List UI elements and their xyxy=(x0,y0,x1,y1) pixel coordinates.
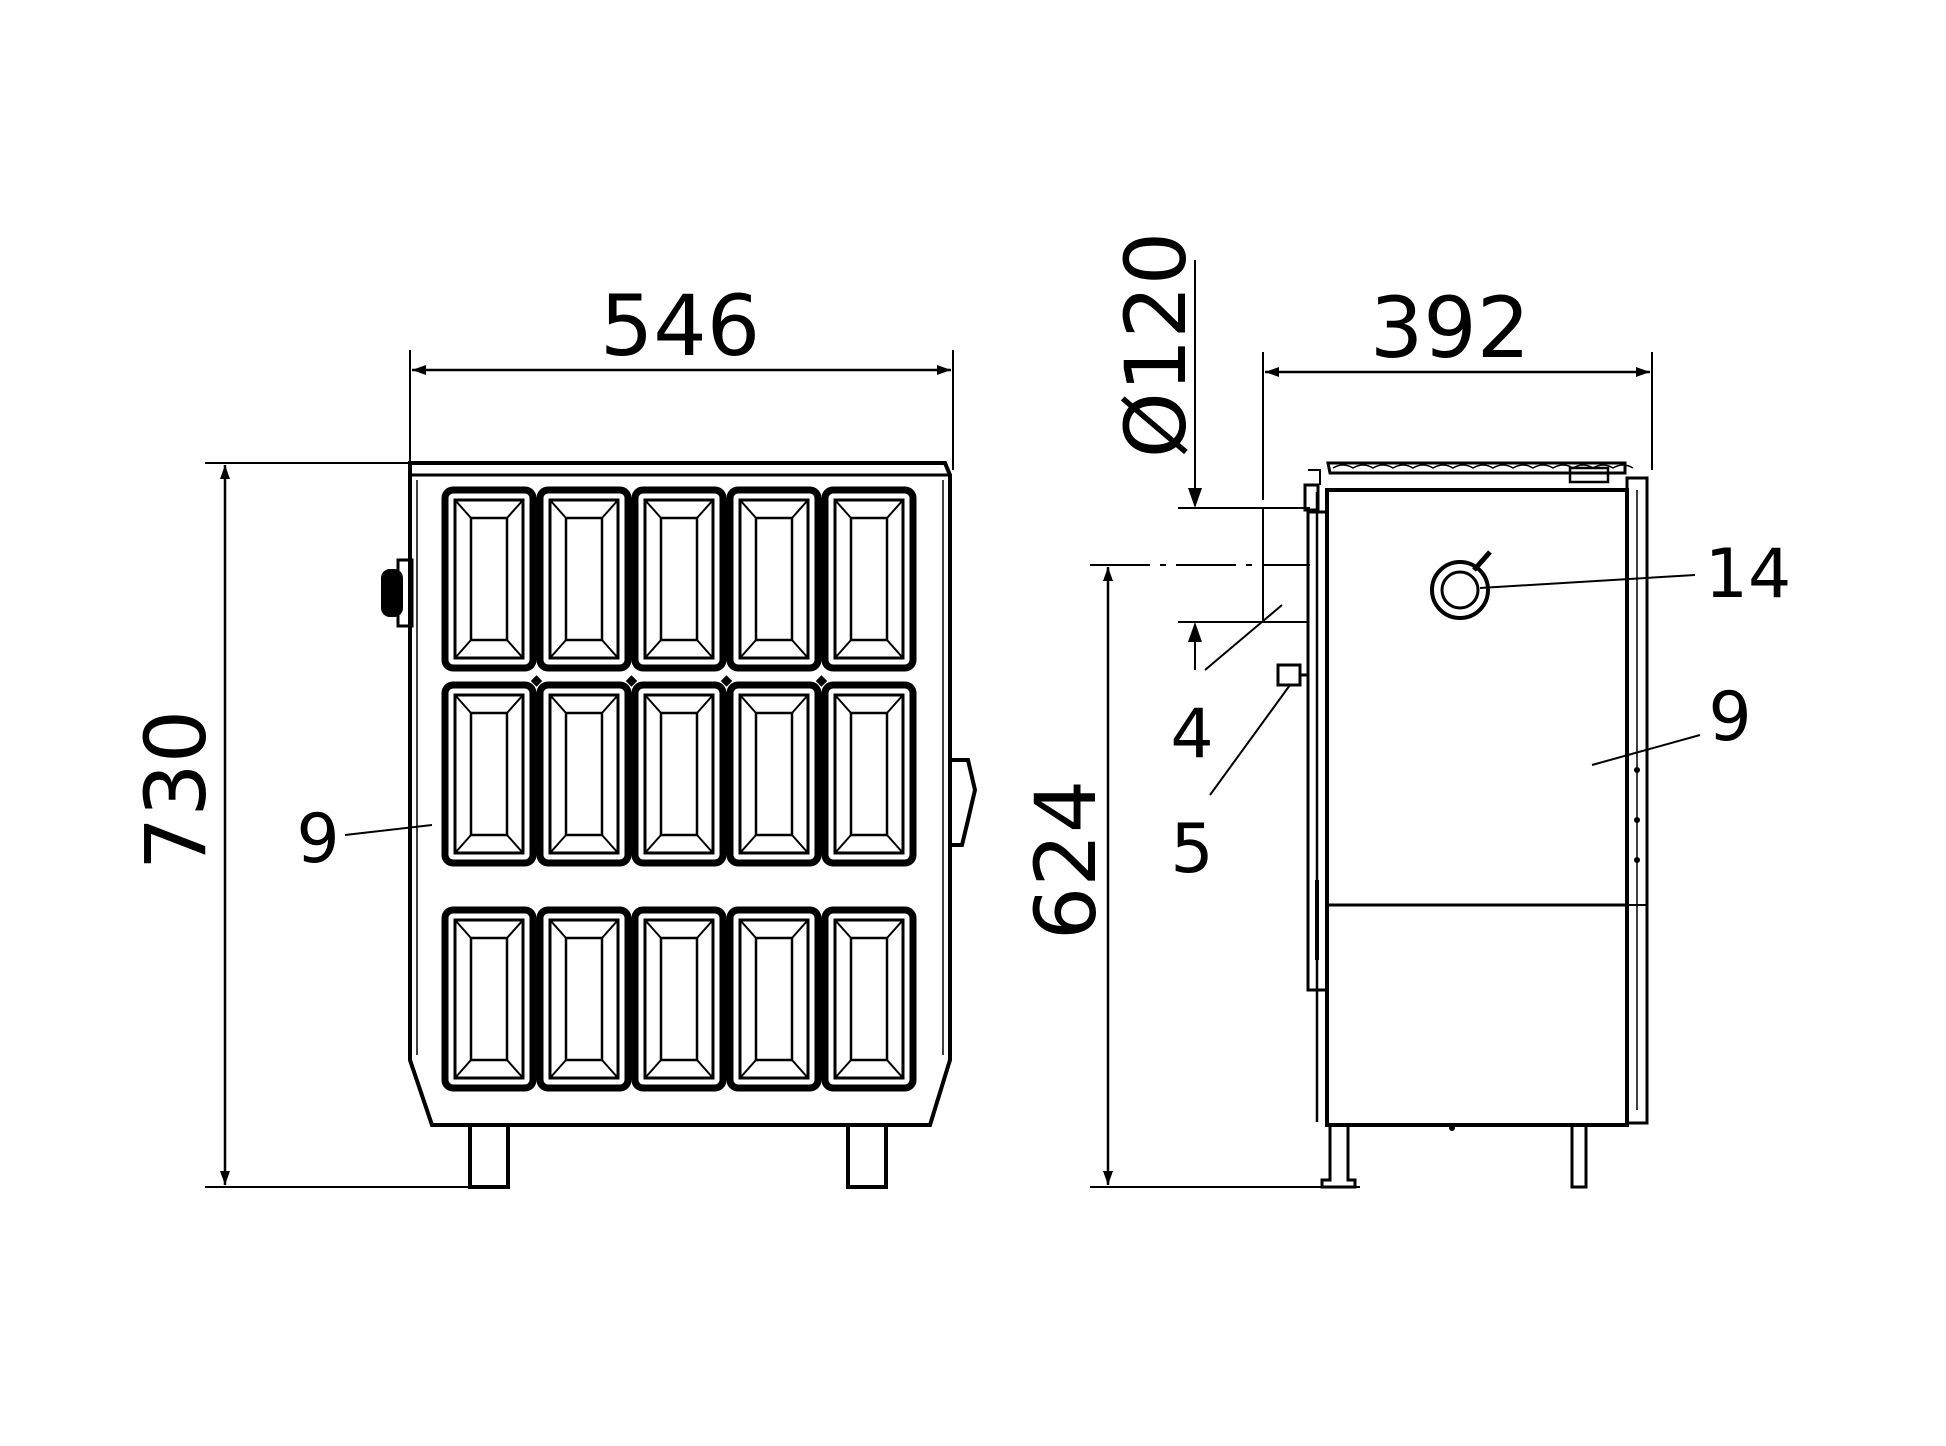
front-tile xyxy=(821,906,917,1092)
front-view xyxy=(205,350,978,1189)
front-tile xyxy=(821,486,917,672)
tile-joint xyxy=(720,675,733,687)
tile-joint xyxy=(815,675,828,687)
front-width-dimension xyxy=(409,350,954,470)
side-flue-diameter-label: Ø120 xyxy=(1107,232,1205,458)
side-depth-dimension xyxy=(1262,352,1653,500)
front-tile xyxy=(726,486,822,672)
front-tile xyxy=(726,906,822,1092)
side-flue-height-dimension xyxy=(1090,564,1360,1188)
front-tile xyxy=(821,681,917,867)
side-callout-9-leader xyxy=(1591,734,1701,766)
side-callout-14: 14 xyxy=(1705,535,1792,614)
side-body xyxy=(1262,461,1649,1189)
side-callout-5: 5 xyxy=(1170,810,1213,889)
side-depth-label: 392 xyxy=(1370,279,1530,377)
side-callout-4-leader xyxy=(1204,604,1283,671)
front-tile xyxy=(536,486,632,672)
front-tile xyxy=(536,681,632,867)
front-tile xyxy=(441,681,537,867)
front-tile xyxy=(536,906,632,1092)
front-tile-grid xyxy=(441,486,917,1092)
side-view xyxy=(1090,260,1701,1189)
front-height-dimension xyxy=(205,462,485,1188)
side-flue-height-label: 624 xyxy=(1017,780,1115,940)
front-tile xyxy=(726,681,822,867)
tile-joint xyxy=(530,675,543,687)
front-callout-9: 9 xyxy=(296,800,339,879)
tile-joint xyxy=(625,675,638,687)
side-callout-14-leader xyxy=(1479,574,1696,589)
front-tile xyxy=(631,486,727,672)
side-callout-5-leader xyxy=(1209,684,1291,796)
front-callout-9-leader xyxy=(344,824,433,836)
front-width-label: 546 xyxy=(600,277,760,375)
front-tile xyxy=(631,681,727,867)
front-height-label: 730 xyxy=(127,710,225,870)
front-tile xyxy=(441,906,537,1092)
front-tile xyxy=(441,486,537,672)
front-tile xyxy=(631,906,727,1092)
side-callout-9: 9 xyxy=(1708,678,1751,757)
side-callout-4: 4 xyxy=(1170,695,1213,774)
